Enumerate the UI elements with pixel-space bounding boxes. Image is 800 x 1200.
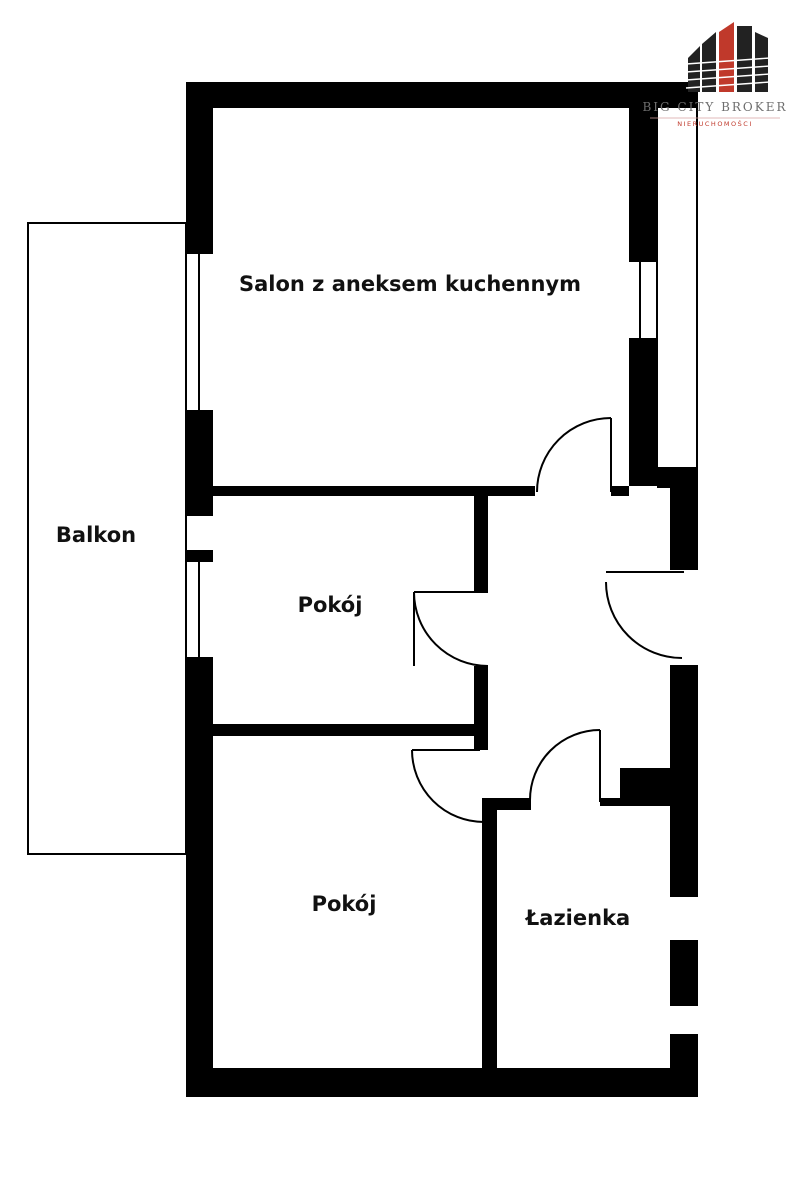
logo-brand: BIG CITY BROKER (642, 100, 787, 114)
door-room-2 (411, 749, 485, 823)
label-balcony: Balkon (56, 523, 136, 547)
door-hall-right (605, 571, 684, 659)
label-room-1: Pokój (298, 593, 363, 617)
door-room-1 (413, 591, 489, 667)
label-bathroom: Łazienka (525, 906, 630, 930)
brand-logo: BIG CITY BROKER NIERUCHOMOŚCI (642, 22, 787, 128)
building-icon (685, 22, 771, 92)
door-living-room (536, 417, 612, 493)
label-living-room: Salon z aneksem kuchennym (239, 272, 581, 296)
shaft (656, 99, 698, 488)
windows (198, 254, 641, 657)
label-room-2: Pokój (312, 892, 377, 916)
door-bathroom (529, 729, 601, 802)
outer-walls (186, 82, 698, 1097)
doors (411, 417, 684, 823)
balcony-outline (27, 222, 187, 855)
logo-tagline: NIERUCHOMOŚCI (677, 119, 753, 128)
interior-walls (213, 486, 629, 1078)
